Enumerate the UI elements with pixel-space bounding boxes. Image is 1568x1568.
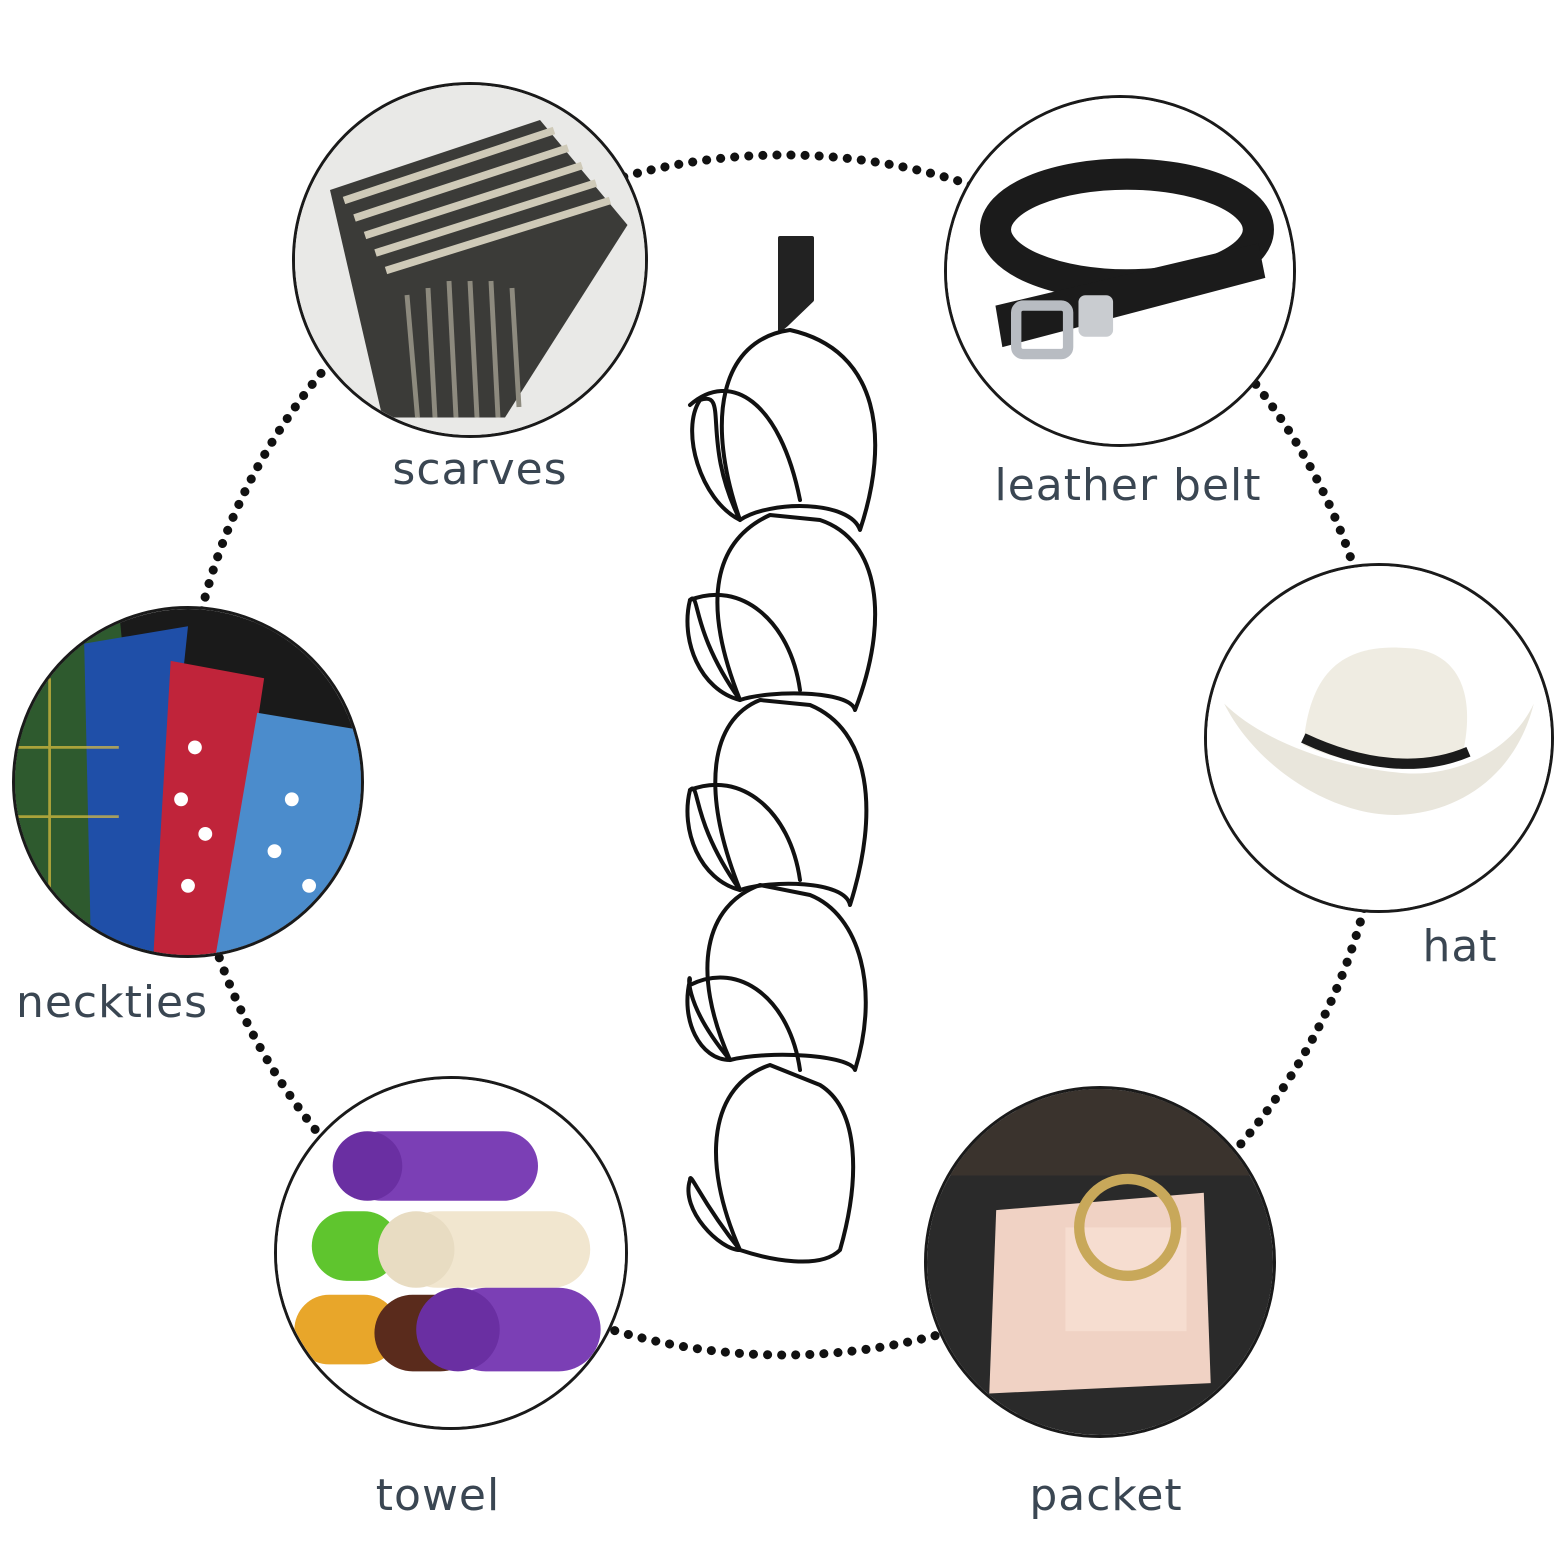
label-neckties: neckties — [15, 977, 209, 1028]
scarves-photo — [292, 82, 648, 438]
label-hat: hat — [1422, 921, 1498, 972]
scarf-icon — [295, 85, 645, 435]
belt-icon — [947, 98, 1293, 444]
neckties-photo — [12, 606, 364, 958]
towel-photo — [274, 1076, 628, 1430]
cowboy-hat-icon — [1207, 566, 1551, 910]
handbag-icon — [927, 1089, 1273, 1435]
necktie-icon — [15, 609, 361, 955]
leather-belt-photo — [944, 95, 1296, 447]
label-scarves: scarves — [392, 444, 568, 495]
packet-photo — [924, 1086, 1276, 1438]
label-packet: packet — [1029, 1470, 1183, 1521]
label-leather-belt: leather belt — [994, 460, 1262, 511]
label-towel: towel — [375, 1470, 501, 1521]
towel-icon — [277, 1079, 625, 1427]
hat-photo — [1204, 563, 1554, 913]
